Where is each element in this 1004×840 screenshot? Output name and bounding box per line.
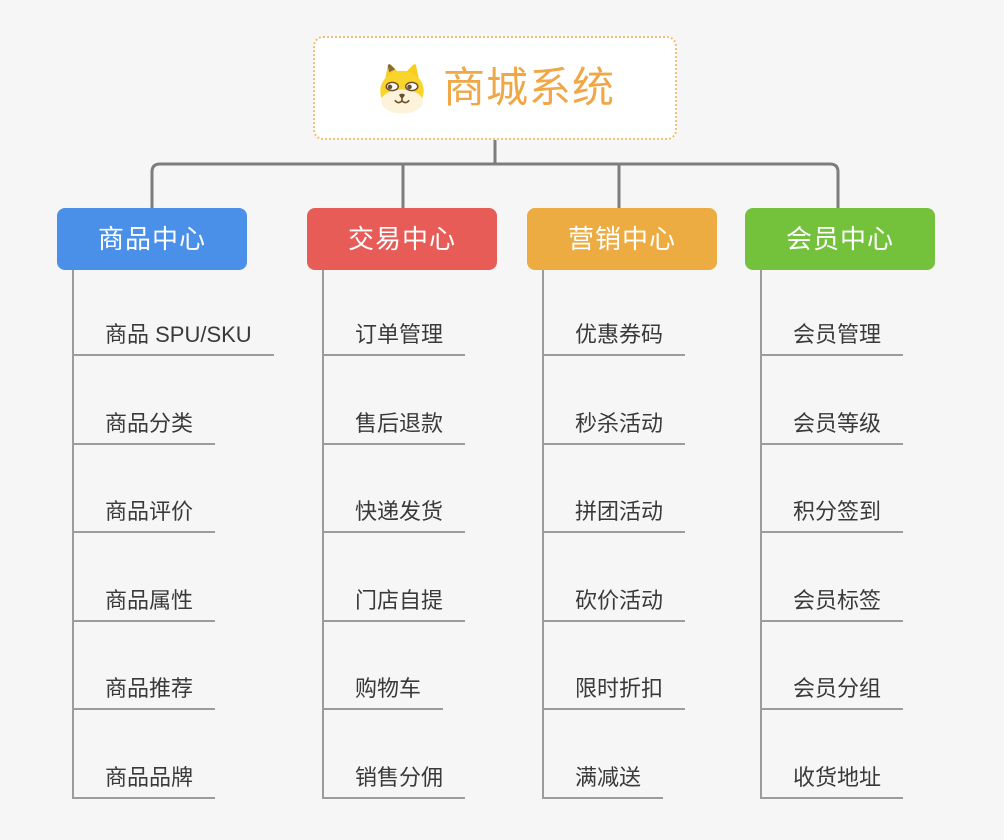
child-node-store-pickup[interactable]: 门店自提 [322, 586, 466, 622]
dog-icon [375, 61, 429, 115]
branch-member-child-line [760, 270, 762, 799]
child-node-product-spu-sku[interactable]: 商品 SPU/SKU [72, 320, 274, 356]
branch-product-center[interactable]: 商品中心 [57, 208, 247, 270]
child-node-shopping-cart[interactable]: 购物车 [322, 674, 444, 710]
child-node-points-checkin[interactable]: 积分签到 [760, 497, 904, 533]
child-node-member-management[interactable]: 会员管理 [760, 320, 904, 356]
child-node-product-review[interactable]: 商品评价 [72, 497, 216, 533]
child-node-spend-and-save[interactable]: 满减送 [542, 763, 664, 799]
child-node-shipping-address[interactable]: 收货地址 [760, 763, 904, 799]
child-node-order-management[interactable]: 订单管理 [322, 320, 466, 356]
child-node-product-category[interactable]: 商品分类 [72, 409, 216, 445]
root-title: 商城系统 [442, 64, 615, 111]
child-node-coupon-code[interactable]: 优惠券码 [542, 320, 686, 356]
branch-bus-line [150, 162, 840, 210]
branch-marketing-child-line [542, 270, 544, 799]
child-node-member-level[interactable]: 会员等级 [760, 409, 904, 445]
child-node-product-attribute[interactable]: 商品属性 [72, 586, 216, 622]
branch-marketing-center[interactable]: 营销中心 [527, 208, 717, 270]
child-node-product-brand[interactable]: 商品品牌 [72, 763, 216, 799]
child-node-group-buy[interactable]: 拼团活动 [542, 497, 686, 533]
child-node-after-sale-refund[interactable]: 售后退款 [322, 409, 466, 445]
branch-product-child-line [72, 270, 74, 799]
child-node-flash-sale[interactable]: 秒杀活动 [542, 409, 686, 445]
child-node-member-tag[interactable]: 会员标签 [760, 586, 904, 622]
child-node-product-recommend[interactable]: 商品推荐 [72, 674, 216, 710]
child-node-express-shipping[interactable]: 快递发货 [322, 497, 466, 533]
branch-trade-center[interactable]: 交易中心 [307, 208, 497, 270]
root-node[interactable]: 商城系统 [313, 36, 677, 140]
branch-member-center[interactable]: 会员中心 [745, 208, 935, 270]
child-node-limited-time-discount[interactable]: 限时折扣 [542, 674, 686, 710]
child-node-bargain-activity[interactable]: 砍价活动 [542, 586, 686, 622]
child-node-sales-commission[interactable]: 销售分佣 [322, 763, 466, 799]
child-node-member-group[interactable]: 会员分组 [760, 674, 904, 710]
branch-trade-child-line [322, 270, 324, 799]
